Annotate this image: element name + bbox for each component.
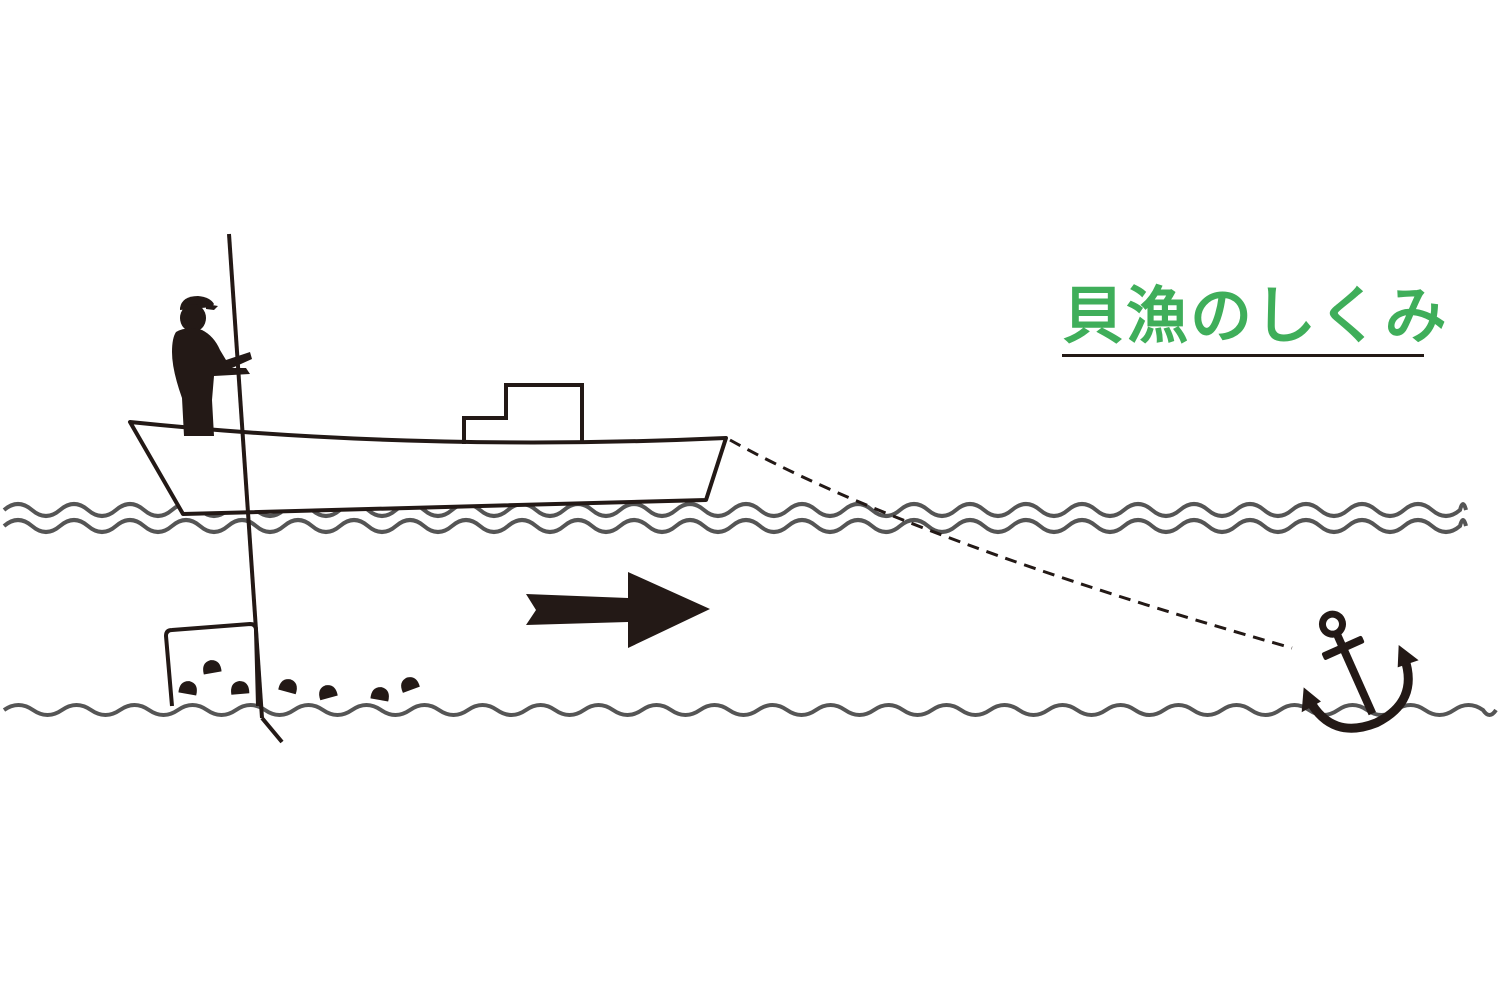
boat: [128, 383, 728, 516]
diagram-title-block: 貝漁のしくみ: [1062, 279, 1449, 357]
diagram-title: 貝漁のしくみ: [1062, 279, 1449, 352]
scallop-shell-icon: [278, 679, 297, 695]
scallop-shell-icon: [231, 681, 250, 695]
scallop-shell-icon: [401, 677, 420, 693]
right-arrow-icon: [526, 572, 710, 648]
boat-cabin: [462, 383, 584, 444]
dredge-basket: [164, 622, 260, 707]
fisherman-silhouette-icon: [172, 296, 252, 436]
scallop-shell-icon: [319, 685, 338, 701]
seabed-line: [2, 703, 1498, 717]
boat-hull: [128, 420, 728, 516]
scallop-shell-icon: [370, 687, 389, 702]
title-underline: [1062, 354, 1424, 357]
shellfish-group: [178, 660, 420, 702]
scallop-shell-icon: [178, 681, 197, 696]
scallop-shell-icon: [203, 660, 222, 675]
anchor-icon: [1301, 610, 1419, 733]
tow-rope: [729, 438, 1293, 650]
pole-tip: [260, 716, 284, 744]
surface-wave-lower: [2, 518, 1468, 534]
